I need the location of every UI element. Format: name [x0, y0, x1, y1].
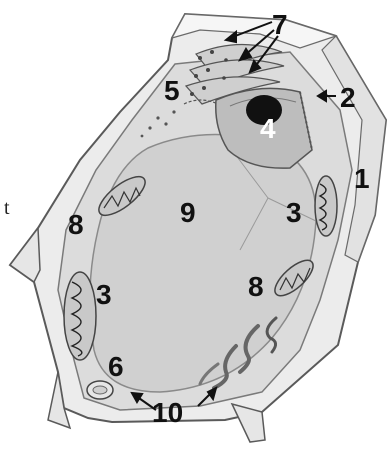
- chloroplast-right: [315, 176, 337, 236]
- label-8-mitochondrion-right: 8: [248, 271, 264, 302]
- vesicle: [87, 381, 113, 399]
- wall-corner-left: [10, 228, 40, 282]
- label-7-golgi-body: 7: [272, 9, 288, 40]
- label-10-plasma-membrane: 10: [152, 397, 183, 428]
- label-8-mitochondrion-left: 8: [68, 209, 84, 240]
- label-1-cell-wall: 1: [354, 163, 370, 194]
- label-5-endoplasmic-reticulum: 5: [164, 75, 180, 106]
- label-3-chloroplast-right: 3: [286, 197, 302, 228]
- stray-text: t: [4, 197, 10, 219]
- label-4-nucleus: 4: [260, 113, 276, 144]
- label-2-nuclear-envelope: 2: [340, 82, 356, 113]
- chloroplast-left: [64, 272, 96, 360]
- label-6-vesicle: 6: [108, 351, 124, 382]
- label-9-vacuole: 9: [180, 197, 196, 228]
- label-3-chloroplast-left: 3: [96, 279, 112, 310]
